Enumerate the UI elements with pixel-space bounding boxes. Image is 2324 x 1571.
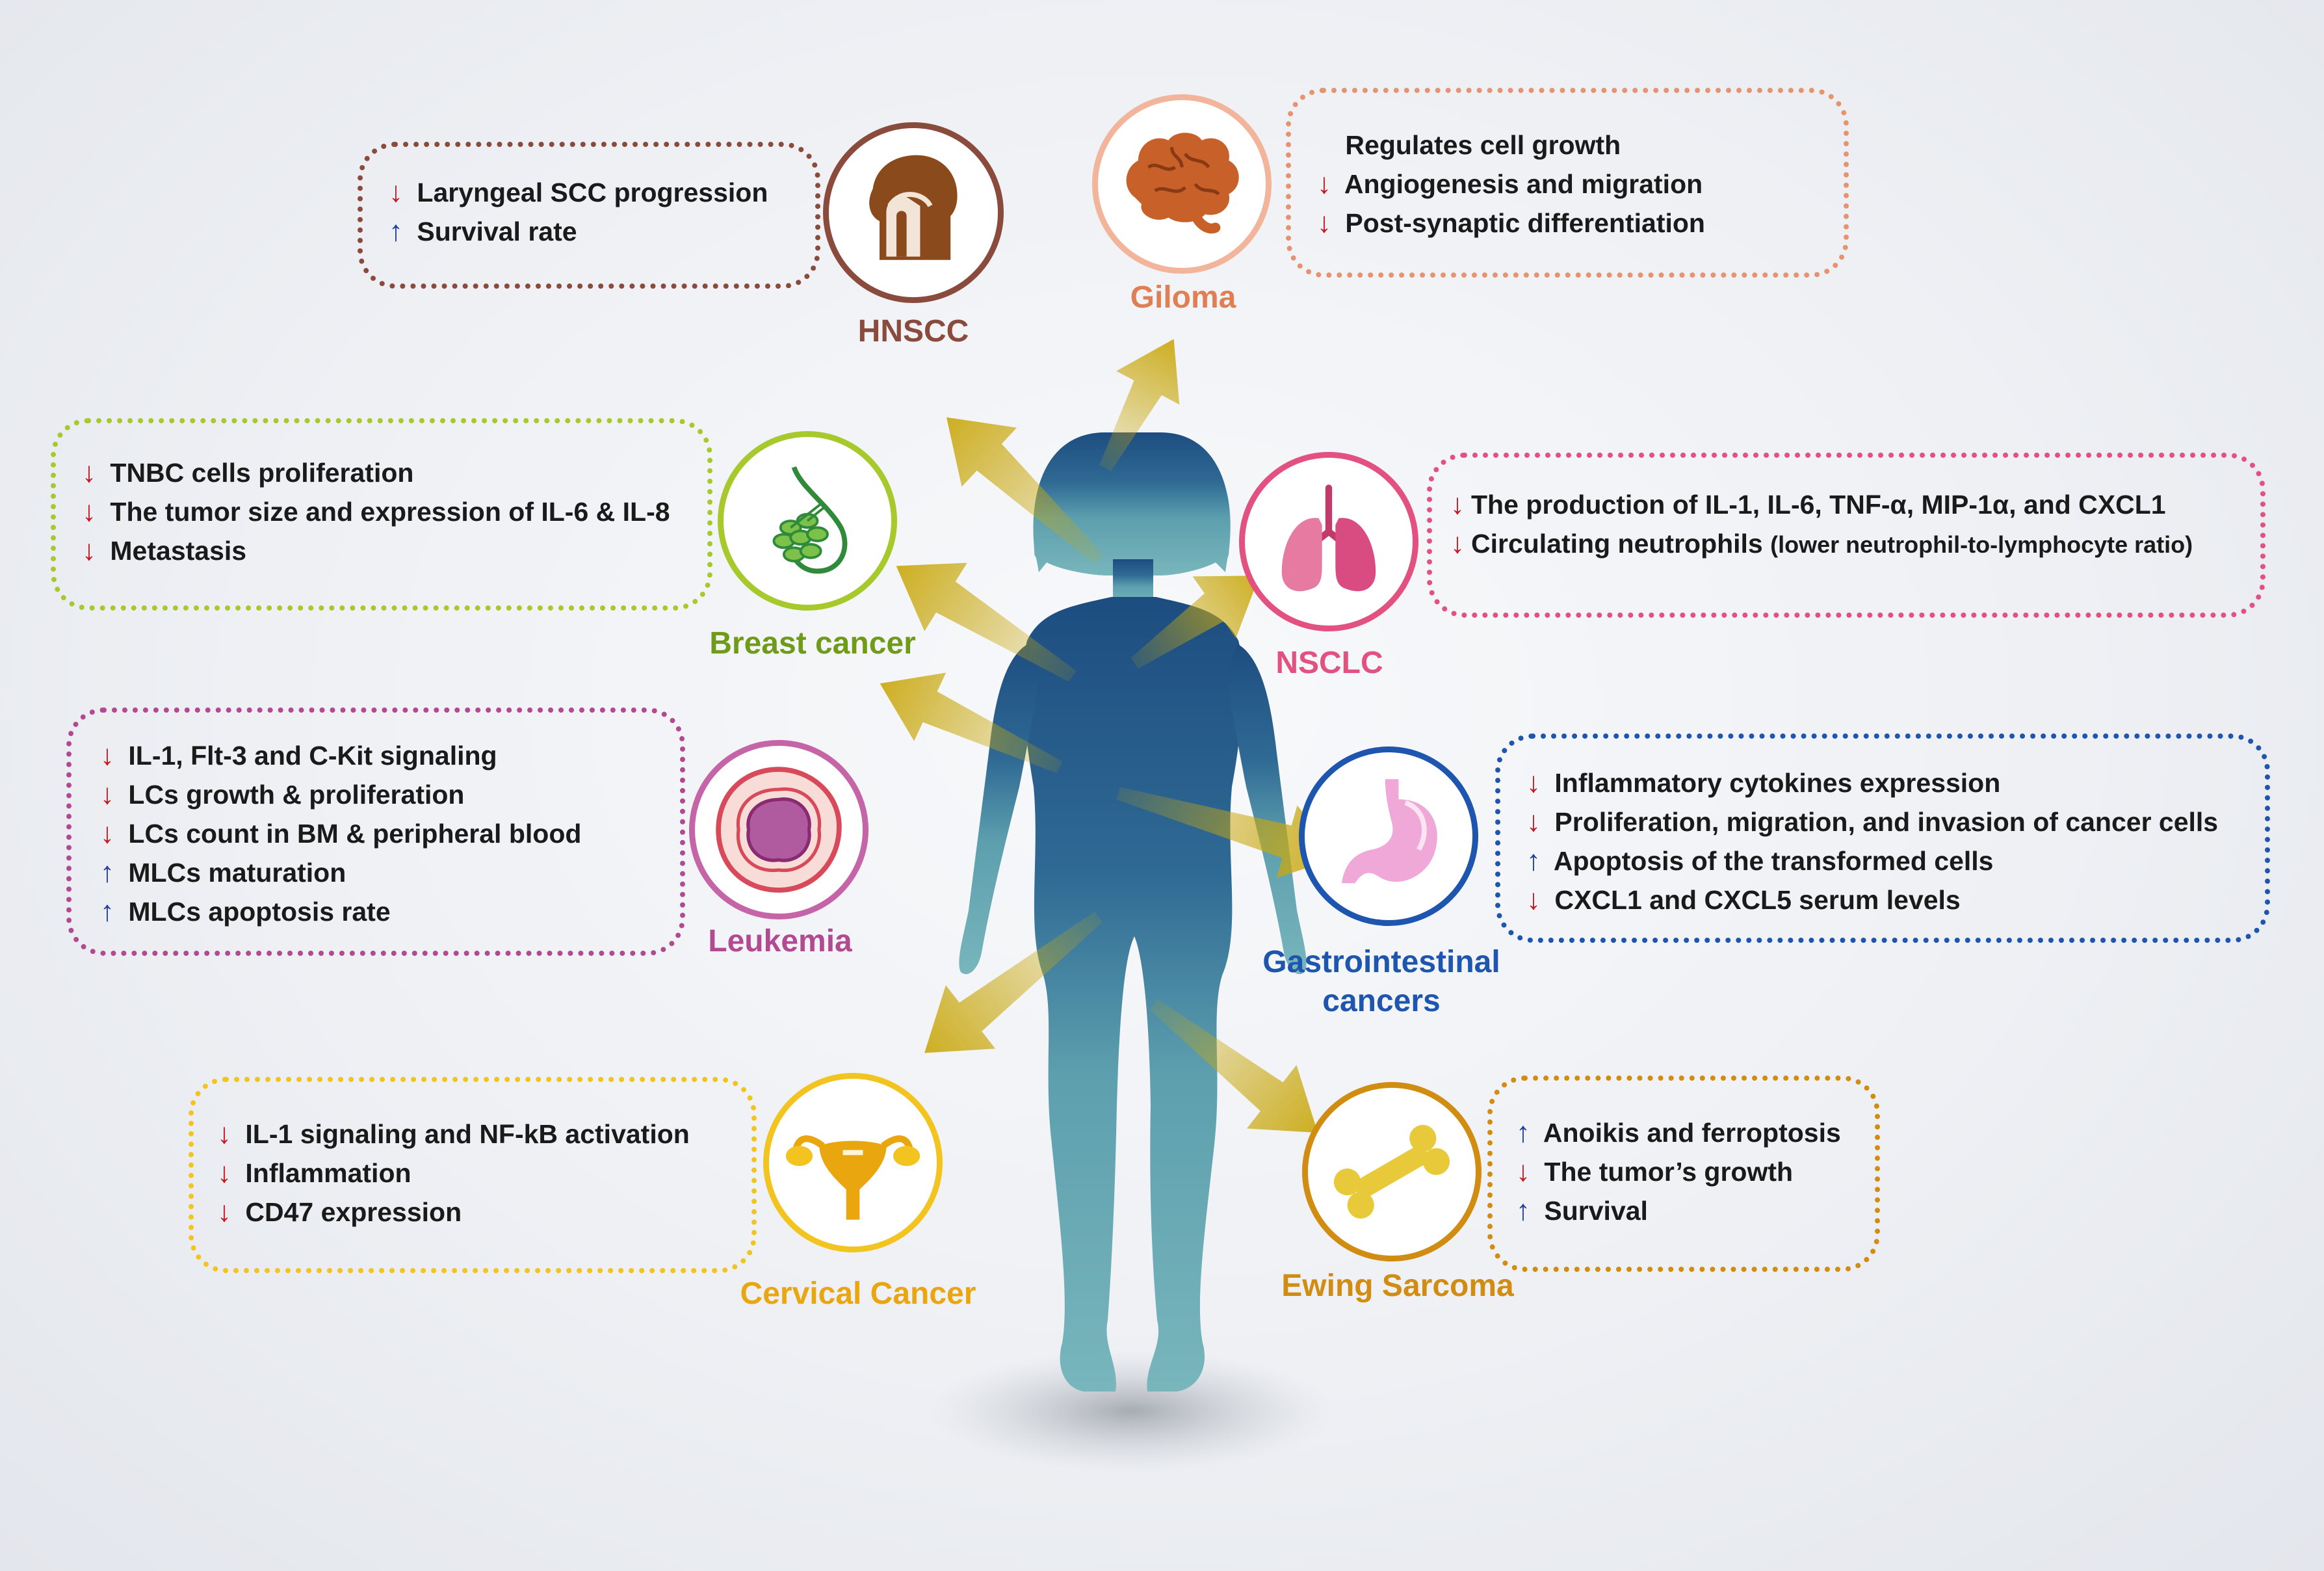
gi-icon-circle (1299, 746, 1478, 926)
arrow-to-leukemia (880, 672, 1063, 774)
arrow-to-breast (896, 562, 1077, 682)
pointer-arrows (880, 339, 1340, 1133)
arrow-to-hnscc (946, 417, 1103, 564)
uterus-icon (785, 1135, 920, 1220)
glioma-effects-box: Regulates cell growth ↓ Angiogenesis and… (1286, 88, 1849, 278)
leukemia-item: ↑ MLCs maturation (100, 856, 346, 888)
gi-label: Gastrointestinal cancers (1235, 943, 1528, 1021)
leukemia-item: ↓ IL-1, Flt-3 and C-Kit signaling (100, 739, 497, 771)
gi-item: ↓ Proliferation, migration, and invasion… (1526, 806, 2219, 838)
leukemia-item: ↓ LCs count in BM & peripheral blood (100, 817, 582, 849)
ewing-effects-box: ↑ Anoikis and ferroptosis ↓ The tumor’s … (1487, 1076, 1880, 1272)
brain-icon (1126, 133, 1239, 234)
gi-item: ↓ CXCL1 and CXCL5 serum levels (1526, 884, 1961, 916)
leukemia-item: ↓ LCs growth & proliferation (100, 778, 465, 810)
breast-item: ↓ Metastasis (82, 535, 247, 566)
cervical-item: ↓ Inflammation (217, 1157, 411, 1189)
nsclc-item: ↓Circulating neutrophils (lower neutroph… (1450, 527, 2193, 559)
glioma-item: ↓ Post-synaptic differentiation (1317, 207, 1705, 239)
gi-item: ↑ Apoptosis of the transformed cells (1526, 845, 1994, 877)
nsclc-effects-box: ↓The production of IL-1, IL-6, TNF-α, MI… (1427, 453, 2265, 618)
arrow-to-gi (1116, 787, 1340, 878)
ewing-icon-circle (1302, 1082, 1482, 1261)
head-throat-icon (869, 155, 958, 260)
gi-effects-box: ↓ Inflammatory cytokines expression ↓ Pr… (1495, 733, 2270, 943)
glioma-item: Regulates cell growth (1345, 130, 1621, 160)
breast-item: ↓ The tumor size and expression of IL-6 … (82, 495, 670, 527)
bone-icon (1333, 1124, 1450, 1219)
arrow-to-cervical (924, 912, 1103, 1053)
gi-item: ↓ Inflammatory cytokines expression (1526, 767, 2001, 799)
ewing-item: ↓ The tumor’s growth (1516, 1155, 1794, 1187)
cervical-item: ↓ CD47 expression (217, 1196, 462, 1228)
breast-label: Breast cancer (709, 626, 916, 661)
breast-item: ↓ TNBC cells proliferation (82, 456, 414, 488)
breast-icon-circle (718, 431, 897, 611)
glioma-label: Giloma (1130, 280, 1236, 315)
arrow-to-nsclc (1130, 575, 1260, 669)
hnscc-item: ↑ Survival rate (389, 215, 577, 247)
blood-cell-icon (716, 767, 842, 893)
arrow-to-ewing (1149, 999, 1318, 1133)
leukemia-icon-circle (689, 740, 868, 919)
cervical-label: Cervical Cancer (740, 1276, 976, 1311)
hnscc-icon-circle (823, 122, 1004, 303)
figure-floor-shadow (930, 1349, 1333, 1473)
cervical-effects-box: ↓ IL-1 signaling and NF-kB activation ↓ … (189, 1077, 757, 1273)
ewing-label: Ewing Sarcoma (1281, 1269, 1514, 1303)
glioma-icon-circle (1092, 94, 1272, 274)
arrow-to-glioma (1099, 339, 1180, 471)
hnscc-effects-box: ↓ Laryngeal SCC progression ↑ Survival r… (358, 142, 820, 289)
gi-label-line2: cancers (1322, 984, 1441, 1018)
leukemia-label: Leukemia (708, 924, 852, 958)
lungs-icon (1281, 484, 1376, 592)
leukemia-effects-box: ↓ IL-1, Flt-3 and C-Kit signaling ↓ LCs … (66, 707, 685, 956)
nsclc-label: NSCLC (1275, 646, 1383, 680)
nsclc-item: ↓The production of IL-1, IL-6, TNF-α, MI… (1450, 488, 2166, 520)
nsclc-icon-circle (1239, 452, 1418, 631)
body-silhouette (959, 432, 1307, 1392)
hnscc-item: ↓ Laryngeal SCC progression (389, 176, 768, 208)
leukemia-item: ↑ MLCs apoptosis rate (100, 895, 391, 927)
breast-effects-box: ↓ TNBC cells proliferation ↓ The tumor s… (51, 418, 712, 611)
glioma-item: ↓ Angiogenesis and migration (1317, 168, 1703, 200)
hnscc-label: HNSCC (857, 314, 969, 349)
cervical-icon-circle (763, 1073, 943, 1252)
ewing-item: ↑ Anoikis and ferroptosis (1516, 1116, 1841, 1148)
breast-icon (772, 466, 848, 574)
ewing-item: ↑ Survival (1516, 1195, 1648, 1226)
cervical-item: ↓ IL-1 signaling and NF-kB activation (217, 1118, 690, 1150)
gi-label-line1: Gastrointestinal (1262, 945, 1500, 979)
stomach-icon (1341, 779, 1437, 884)
